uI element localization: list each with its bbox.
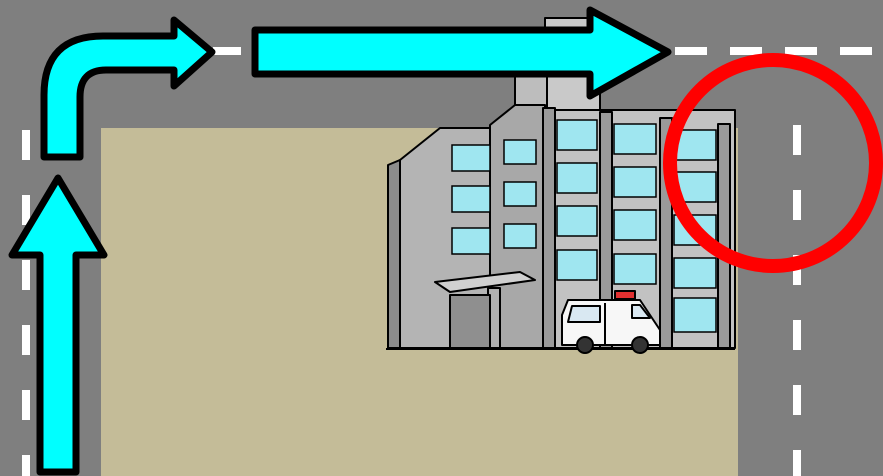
route-map-diagram: [0, 0, 883, 476]
